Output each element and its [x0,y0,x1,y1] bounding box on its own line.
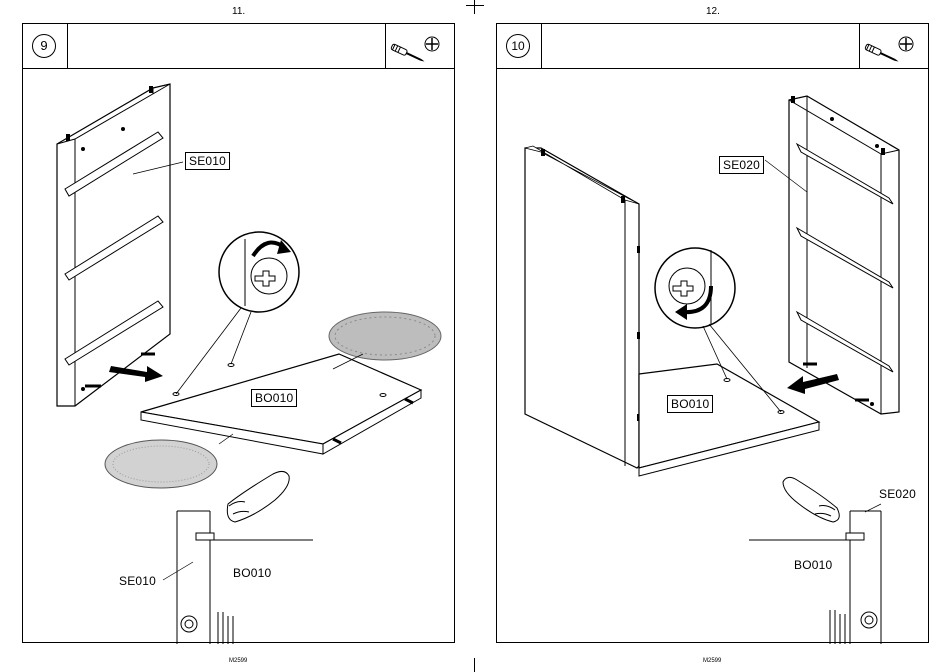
step-panel-right: 10 [496,23,929,643]
footer-code-left: M2599 [229,658,247,664]
detail-label-side: SE020 [879,487,916,501]
part-label-bottom: BO010 [251,389,297,407]
crop-mark-top [474,0,475,14]
crop-mark-bottom [474,658,475,672]
footer-code-right: M2599 [703,658,721,664]
part-label-side: SE020 [719,156,764,174]
assembly-drawing-left [23,24,456,644]
part-label-side: SE010 [185,152,230,170]
finger-press-icon [783,477,839,522]
crop-mark-top-h [466,5,484,6]
assembly-drawing-right [497,24,930,644]
step-panel-left: 9 [22,23,455,643]
page-number-right: 12. [706,6,720,17]
page-number-left: 11. [232,6,245,17]
detail-label-bottom: BO010 [794,558,832,572]
finger-press-icon [227,471,289,522]
detail-label-side: SE010 [119,574,156,588]
detail-label-bottom: BO010 [233,566,271,580]
part-label-bottom: BO010 [667,395,713,413]
